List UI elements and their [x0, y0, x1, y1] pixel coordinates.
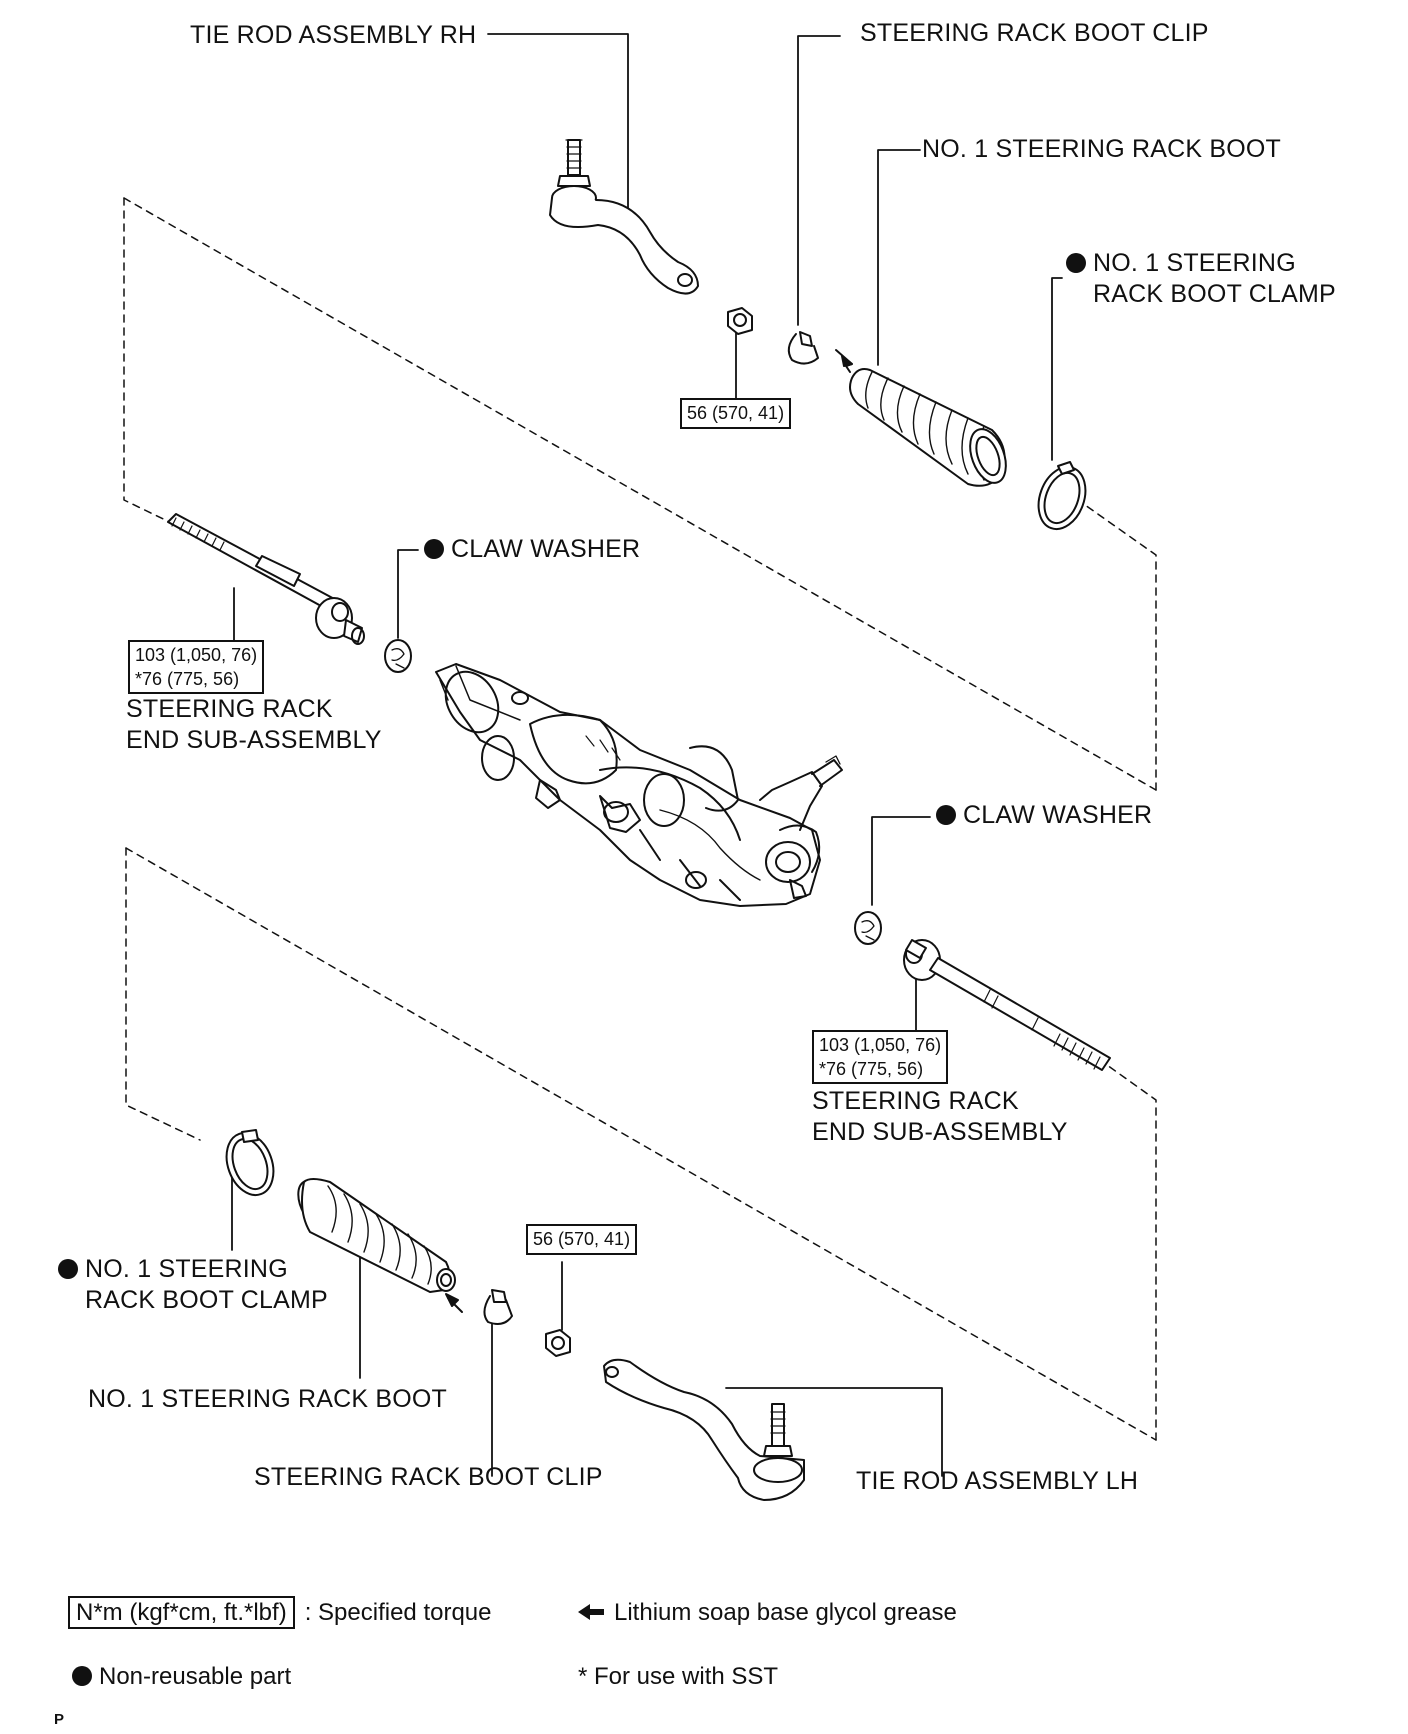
label-boot-clamp-top: NO. 1 STEERING RACK BOOT CLAMP	[1066, 248, 1336, 310]
legend-torque-desc: : Specified torque	[304, 1599, 492, 1626]
boot-clamp-top-shape	[1037, 461, 1087, 530]
nonreusable-dot-icon	[1066, 253, 1086, 273]
torque-rack-end-right: 103 (1,050, 76) *76 (775, 56)	[812, 1030, 949, 1084]
legend-grease: Lithium soap base glycol grease	[576, 1598, 957, 1628]
label-rack-end-right: STEERING RACK END SUB-ASSEMBLY	[812, 1086, 1068, 1148]
nut-top-shape	[727, 307, 753, 335]
rack-boot-top-shape	[849, 368, 1007, 487]
boot-clamp-bottom-shape	[225, 1129, 275, 1196]
label-boot-clamp-top-line1: NO. 1 STEERING	[1093, 249, 1296, 277]
label-boot-clamp-bottom: NO. 1 STEERING RACK BOOT CLAMP	[58, 1254, 328, 1316]
claw-washer-right-shape	[854, 911, 882, 945]
label-rack-end-left: STEERING RACK END SUB-ASSEMBLY	[126, 694, 382, 756]
solid-dot-icon	[72, 1666, 92, 1686]
label-boot-clip-bottom: STEERING RACK BOOT CLIP	[254, 1463, 603, 1491]
torque-nut-top: 56 (570, 41)	[680, 398, 792, 429]
tie-rod-lh-shape	[603, 1358, 805, 1501]
footer-code: P	[54, 1711, 65, 1728]
legend-torque: N*m (kgf*cm, ft.*lbf) : Specified torque	[68, 1596, 492, 1629]
torque-nut-bottom: 56 (570, 41)	[526, 1224, 638, 1255]
legend-torque-unit: N*m (kgf*cm, ft.*lbf)	[68, 1596, 295, 1629]
label-claw-washer-right-text: CLAW WASHER	[963, 801, 1153, 829]
label-tie-rod-lh: TIE ROD ASSEMBLY LH	[856, 1467, 1139, 1495]
label-claw-washer-top: CLAW WASHER	[424, 534, 640, 565]
nonreusable-dot-icon	[936, 805, 956, 825]
label-tie-rod-rh: TIE ROD ASSEMBLY RH	[190, 21, 477, 49]
claw-washer-top-shape	[384, 639, 412, 673]
rack-end-right-shape	[903, 939, 1111, 1071]
rack-boot-bottom-shape	[297, 1178, 456, 1293]
torque-rack-end-right-2: *76 (775, 56)	[819, 1059, 924, 1079]
nonreusable-dot-icon	[424, 539, 444, 559]
torque-rack-end-left-2: *76 (775, 56)	[135, 669, 240, 689]
torque-rack-end-right-1: 103 (1,050, 76)	[819, 1035, 942, 1055]
label-rack-boot-bottom: NO. 1 STEERING RACK BOOT	[88, 1385, 448, 1413]
legend-grease-desc: Lithium soap base glycol grease	[614, 1599, 957, 1626]
label-claw-washer-right: CLAW WASHER	[936, 800, 1152, 831]
legend-nonreusable-desc: Non-reusable part	[99, 1663, 292, 1690]
label-boot-clamp-top-line2: RACK BOOT CLAMP	[1093, 280, 1336, 308]
label-rack-end-left-line2: END SUB-ASSEMBLY	[126, 726, 382, 754]
legend-sst: * For use with SST	[578, 1663, 779, 1690]
label-rack-end-right-line2: END SUB-ASSEMBLY	[812, 1118, 1068, 1146]
label-rack-boot-top: NO. 1 STEERING RACK BOOT	[922, 135, 1282, 163]
nonreusable-dot-icon	[58, 1259, 78, 1279]
leader-lines	[231, 33, 1063, 1477]
label-rack-end-right-line1: STEERING RACK	[812, 1087, 1019, 1115]
boot-clip-bottom-shape	[483, 1289, 513, 1325]
legend-nonreusable: Non-reusable part	[72, 1662, 291, 1692]
label-rack-end-left-line1: STEERING RACK	[126, 695, 333, 723]
rack-end-left-shape	[167, 513, 365, 645]
label-boot-clip-top: STEERING RACK BOOT CLIP	[860, 19, 1209, 47]
boot-clip-top-shape	[787, 331, 819, 365]
grease-arrow-icon	[578, 1604, 604, 1620]
torque-rack-end-left: 103 (1,050, 76) *76 (775, 56)	[128, 640, 265, 694]
tie-rod-rh-shape	[549, 139, 699, 295]
dashed-outline-top	[123, 197, 1157, 791]
label-boot-clamp-bottom-line1: NO. 1 STEERING	[85, 1255, 288, 1283]
label-claw-washer-top-text: CLAW WASHER	[451, 535, 641, 563]
dashed-outline-bottom	[125, 847, 1157, 1441]
nut-bottom-shape	[545, 1329, 571, 1357]
label-boot-clamp-bottom-line2: RACK BOOT CLAMP	[85, 1286, 328, 1314]
torque-rack-end-left-1: 103 (1,050, 76)	[135, 645, 258, 665]
steering-gear-housing-shape	[435, 663, 843, 907]
